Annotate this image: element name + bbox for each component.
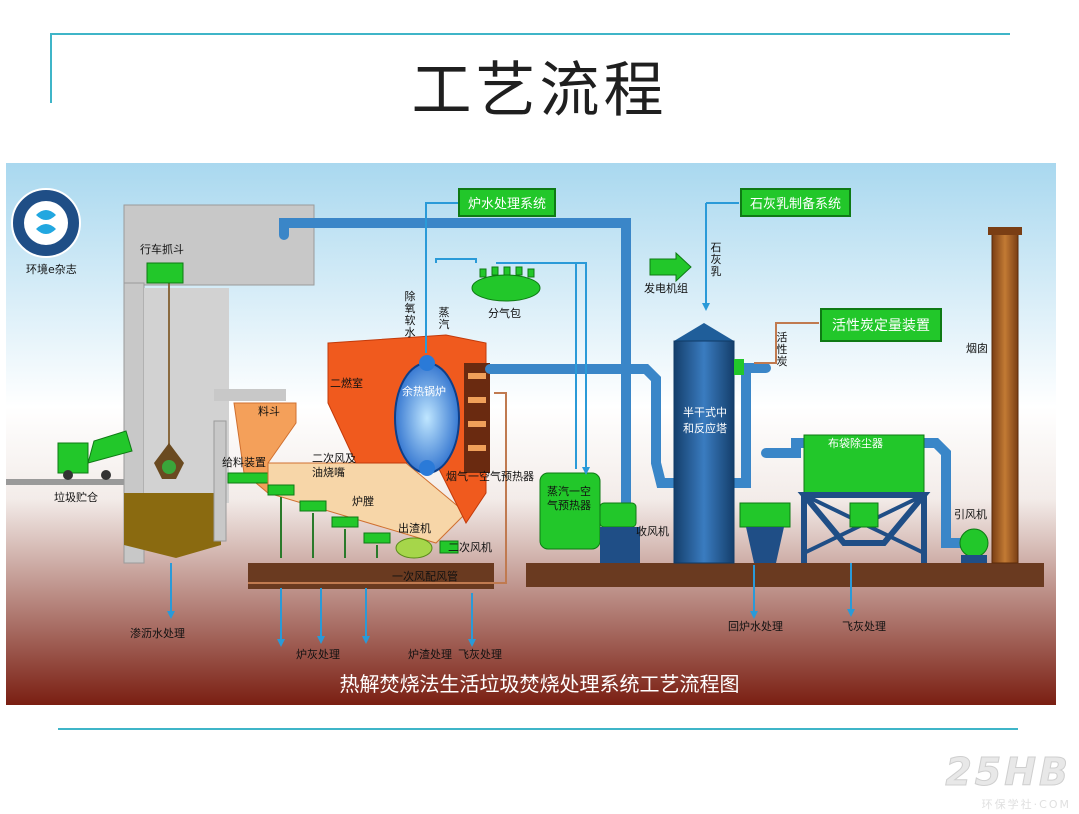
- label-hopper: 料斗: [258, 405, 280, 418]
- collect-fan: [599, 502, 637, 528]
- label-leachate: 渗沥水处理: [130, 627, 185, 640]
- label-flue-gas-air-preheater: 烟气一空气预热器: [446, 470, 534, 483]
- hot-air-pipe: [248, 392, 507, 584]
- arrowheads: [167, 303, 855, 647]
- steam-drum: [471, 274, 541, 302]
- bunker-pit: [124, 493, 221, 558]
- label-steam-air-preheater: 蒸汽一空气预热器: [547, 485, 591, 512]
- label-crane-grab: 行车抓斗: [140, 243, 184, 256]
- furnace-platform: [248, 563, 494, 589]
- watermark-logo: 25HB: [945, 750, 1071, 795]
- label-grate: 炉膛: [352, 495, 374, 508]
- bag-filter-frame: [797, 492, 931, 546]
- box-carbon-dosing: 活性炭定量装置: [820, 308, 942, 342]
- tower-side-block: [734, 359, 744, 375]
- label-lime-milk: 石灰乳: [710, 241, 722, 278]
- waste-heat-boiler: [394, 362, 460, 474]
- label-slag-treatment: 炉渣处理: [408, 648, 452, 661]
- slag-extractor: [395, 537, 433, 559]
- reaction-tower-top: [674, 323, 734, 341]
- process-flow-diagram: [6, 163, 1056, 705]
- garbage-ball: [162, 460, 176, 474]
- reaction-tower: [673, 340, 735, 564]
- page-title: 工艺流程: [411, 56, 668, 126]
- preheater-slats: [468, 373, 486, 451]
- label-steam: 蒸汽: [438, 306, 450, 331]
- label-fly-ash-2: 飞灰处理: [842, 620, 886, 633]
- induced-fan-base: [961, 555, 987, 563]
- label-generator: 发电机组: [644, 282, 688, 295]
- label-fly-ash-1: 飞灰处理: [458, 648, 502, 661]
- label-collect-fan: 收风机: [636, 525, 669, 538]
- bunker-wall-right: [213, 420, 227, 542]
- left-ground: [6, 479, 126, 485]
- left-accent-line: [50, 33, 52, 103]
- label-feeder: 给料装置: [222, 456, 266, 469]
- logo-inner: [24, 201, 68, 245]
- label-secondary-air-burner: 二次风及油烧嘴: [312, 452, 356, 479]
- label-slag-extractor: 出渣机: [398, 522, 431, 535]
- label-second-chamber: 二燃室: [330, 377, 363, 390]
- boiler-bottom-drum: [419, 460, 435, 476]
- hopper-floor: [214, 389, 286, 401]
- right-platform: [526, 563, 1044, 587]
- grate-steps: [267, 484, 391, 544]
- carbon-injector: [739, 502, 791, 528]
- carbon-injector-leg: [746, 527, 784, 563]
- logo-caption: 环境e杂志: [26, 263, 77, 276]
- crane-grab-box: [146, 262, 184, 284]
- label-garbage-bunker: 垃圾贮仓: [54, 491, 98, 504]
- box-boiler-water: 炉水处理系统: [458, 188, 557, 217]
- feeder-ram: [227, 472, 269, 484]
- box-lime-milk-prep: 石灰乳制备系统: [740, 188, 852, 217]
- thin-pipes: [170, 202, 852, 641]
- steam-drum-nozzles: [479, 266, 535, 278]
- label-bag-filter: 布袋除尘器: [828, 437, 883, 450]
- label-waste-heat-boiler: 余热锅炉: [402, 385, 446, 398]
- label-activated-carbon: 活性炭: [776, 331, 788, 368]
- air-preheater-block: [464, 363, 490, 473]
- generator-arrow: [649, 251, 692, 283]
- logo-mark: [36, 210, 56, 234]
- activated-carbon-pipe: [754, 322, 819, 364]
- watermark-site: 环保学社·COM: [981, 798, 1071, 811]
- label-induced-fan: 引风机: [954, 508, 987, 521]
- label-chimney: 烟囱: [966, 342, 988, 355]
- preheater-base: [600, 527, 640, 563]
- label-furnace-ash: 炉灰处理: [296, 648, 340, 661]
- label-return-water: 回炉水处理: [728, 620, 783, 633]
- label-reaction-tower: 半干式中和反应塔: [683, 406, 727, 435]
- label-deoxy-water: 除氧软水: [404, 290, 416, 339]
- chimney-cap: [988, 227, 1022, 235]
- diagram-caption: 热解焚烧法生活垃圾焚烧处理系统工艺流程图: [339, 672, 740, 696]
- induced-fan: [959, 528, 989, 558]
- top-accent-line: [50, 33, 1010, 35]
- bag-filter-hopper-block: [849, 502, 879, 528]
- bottom-accent-line: [58, 728, 1018, 730]
- garbage-truck: [57, 430, 133, 480]
- air-arrows: [280, 497, 378, 558]
- boiler-top-drum: [419, 355, 435, 371]
- label-primary-air-duct: 一次风配风管: [392, 570, 458, 583]
- label-secondary-fan: 二次风机: [448, 541, 492, 554]
- secondary-fan-body: [439, 540, 459, 554]
- label-steam-drum: 分气包: [488, 307, 521, 320]
- bag-filter-top: [803, 434, 925, 496]
- chimney-stack: [991, 230, 1019, 564]
